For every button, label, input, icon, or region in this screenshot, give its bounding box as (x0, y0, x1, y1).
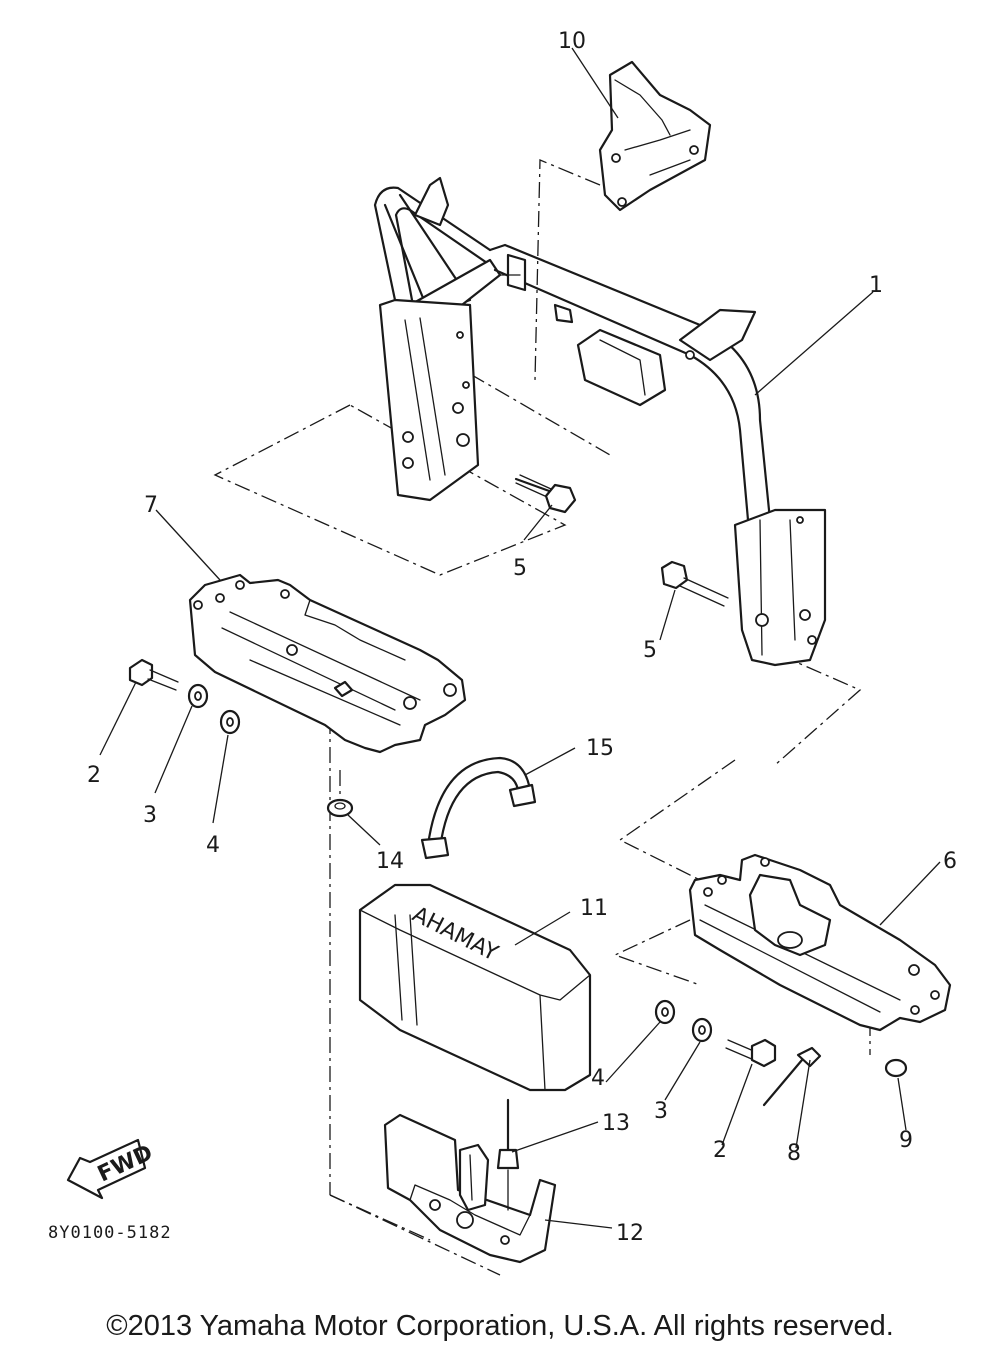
part-10-cover (598, 60, 712, 212)
part-6-mount-base-right (688, 853, 952, 1032)
part-13-pin (496, 1098, 520, 1211)
callout-5-lower: 5 (643, 638, 657, 663)
part-3-washer-left (187, 683, 209, 709)
part-2-bolt-right (725, 1038, 777, 1068)
part-4-washer-right (654, 999, 676, 1025)
callout-14: 14 (376, 849, 404, 874)
callout-1: 1 (869, 273, 883, 298)
callout-4-right: 4 (591, 1066, 605, 1091)
callout-12: 12 (616, 1221, 644, 1246)
part-5-bolt-lower (660, 560, 729, 607)
part-8-pin (762, 1046, 822, 1107)
callout-10: 10 (558, 29, 586, 54)
callout-15: 15 (586, 736, 614, 761)
part-2-bolt-left (128, 658, 179, 691)
callout-9: 9 (899, 1128, 913, 1153)
copyright-notice: ©2013 Yamaha Motor Corporation, U.S.A. A… (106, 1310, 894, 1342)
leader-lines (99, 47, 941, 1229)
callout-11: 11 (580, 896, 608, 921)
callout-7: 7 (144, 493, 158, 518)
callout-6: 6 (943, 849, 957, 874)
part-5-bolt-upper (514, 474, 577, 514)
callout-2-left: 2 (87, 763, 101, 788)
part-1-handle-frame (373, 176, 827, 667)
part-11-battery: YAMAHA (358, 883, 592, 1092)
callout-4-left: 4 (206, 833, 220, 858)
part-3-washer-right (691, 1017, 713, 1043)
part-4-washer-left (219, 709, 241, 735)
forward-arrow-icon: FWD (66, 1138, 157, 1200)
part-9-washer (884, 1058, 908, 1078)
part-12-battery-tray (383, 1113, 557, 1264)
callout-5-upper: 5 (513, 556, 527, 581)
diagram-code: 8Y0100-5182 (48, 1223, 172, 1243)
callout-labels: 10 1 7 5 5 2 3 4 14 15 6 11 13 12 4 3 2 … (87, 29, 957, 1246)
callout-13: 13 (602, 1111, 630, 1136)
callout-3-right: 3 (654, 1099, 668, 1124)
callout-3-left: 3 (143, 803, 157, 828)
part-7-mount-base-left (188, 573, 467, 754)
callout-8: 8 (787, 1141, 801, 1166)
part-14-grommet (326, 798, 354, 818)
part-15-strap (420, 756, 537, 860)
callout-2-right: 2 (713, 1138, 727, 1163)
